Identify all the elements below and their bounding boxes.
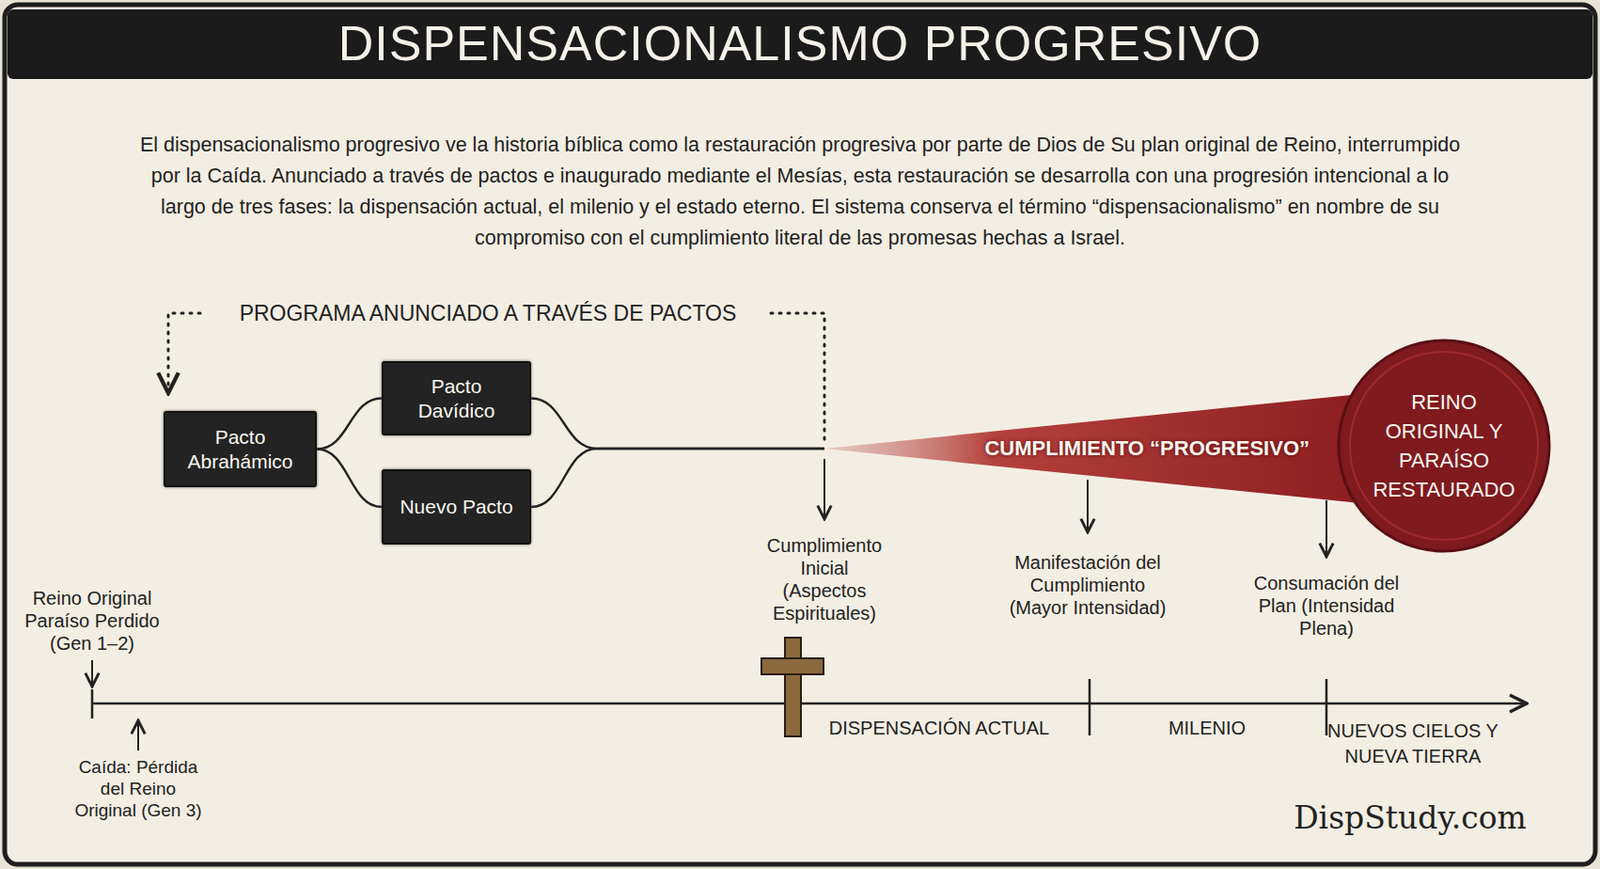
pointer-arrow (1325, 500, 1328, 557)
event-note: Reino Original Paraíso Perdido (Gen 1–2) (16, 586, 168, 655)
connector (531, 448, 825, 507)
kingdom-circle: REINO ORIGINAL Y PARAÍSO RESTAURADO (1336, 338, 1552, 553)
bracket-label: PROGRAMA ANUNCIADO A TRAVÉS DE PACTOS (205, 300, 770, 326)
title: DISPENSACIONALISMO PROGRESIVO (0, 15, 1600, 72)
pointer-arrow (91, 659, 94, 687)
covenant-box: Nuevo Pacto (381, 469, 532, 545)
pointer-arrow (1086, 479, 1089, 533)
pointer-arrow (137, 720, 140, 751)
tick (1088, 678, 1092, 736)
bracket (168, 313, 205, 393)
phase-note: Cumplimiento Inicial (Aspectos Espiritua… (758, 533, 891, 625)
node-text: Pacto Abrahámico (177, 424, 303, 474)
intro-text: El dispensacionalismo progresivo ve la h… (132, 129, 1468, 254)
node-text: REINO ORIGINAL Y PARAÍSO RESTAURADO (1359, 387, 1529, 504)
connector (316, 398, 382, 450)
watermark: DispStudy.com (1278, 799, 1542, 837)
card-frame (4, 4, 1596, 864)
bracket (770, 313, 825, 442)
fulfilment-cone: CUMPLIMIENTO “PROGRESIVO” (824, 392, 1389, 505)
covenant-box: Pacto Abrahámico (163, 410, 317, 487)
period-label: NUEVOS CIELOS Y NUEVA TIERRA (1318, 718, 1507, 769)
timeline (92, 702, 1527, 706)
pointer-arrow (823, 458, 826, 519)
circle-shape (1336, 338, 1552, 553)
period-label: DISPENSACIÓN ACTUAL (807, 716, 1071, 739)
node-text: Pacto Davídico (395, 374, 518, 424)
phase-note: Consumación del Plan (Intensidad Plena) (1245, 571, 1408, 640)
covenant-box: Pacto Davídico (381, 360, 532, 436)
connector (531, 398, 825, 450)
event-note: Caída: Pérdida del Reino Original (Gen 3… (72, 755, 204, 821)
connector (316, 449, 382, 508)
tick (91, 689, 95, 719)
tick (1325, 678, 1329, 736)
node-text: CUMPLIMIENTO “PROGRESIVO” (984, 436, 1310, 461)
phase-note: Manifestación del Cumplimiento (Mayor In… (1002, 550, 1174, 619)
node-text: Nuevo Pacto (395, 494, 518, 519)
period-label: MILENIO (1122, 716, 1292, 739)
cross (761, 637, 824, 737)
